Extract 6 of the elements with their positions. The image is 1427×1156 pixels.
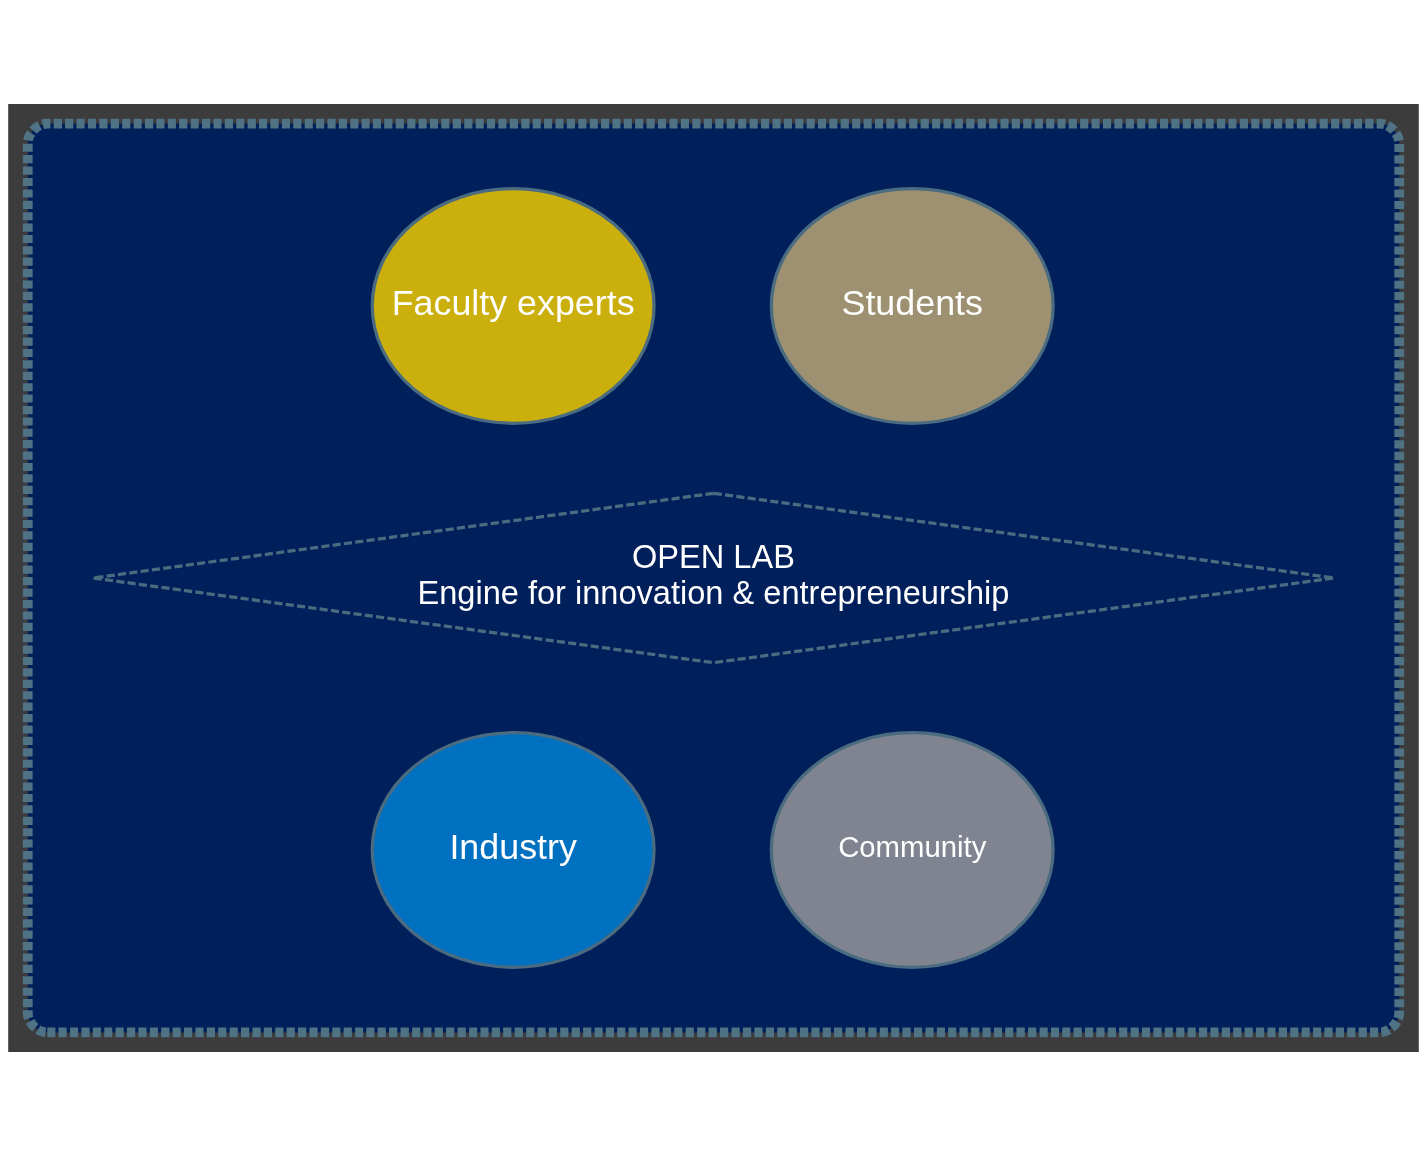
node-ellipse: Students bbox=[769, 187, 1055, 425]
node-diamond: OPEN LAB Engine for innovation & entrepreneurship bbox=[91, 491, 1336, 665]
node-ellipse: Faculty experts bbox=[370, 187, 656, 425]
cluster bbox=[22, 118, 1405, 1038]
node-ellipse: Community bbox=[769, 731, 1055, 969]
node-ellipse: Industry bbox=[370, 731, 656, 969]
